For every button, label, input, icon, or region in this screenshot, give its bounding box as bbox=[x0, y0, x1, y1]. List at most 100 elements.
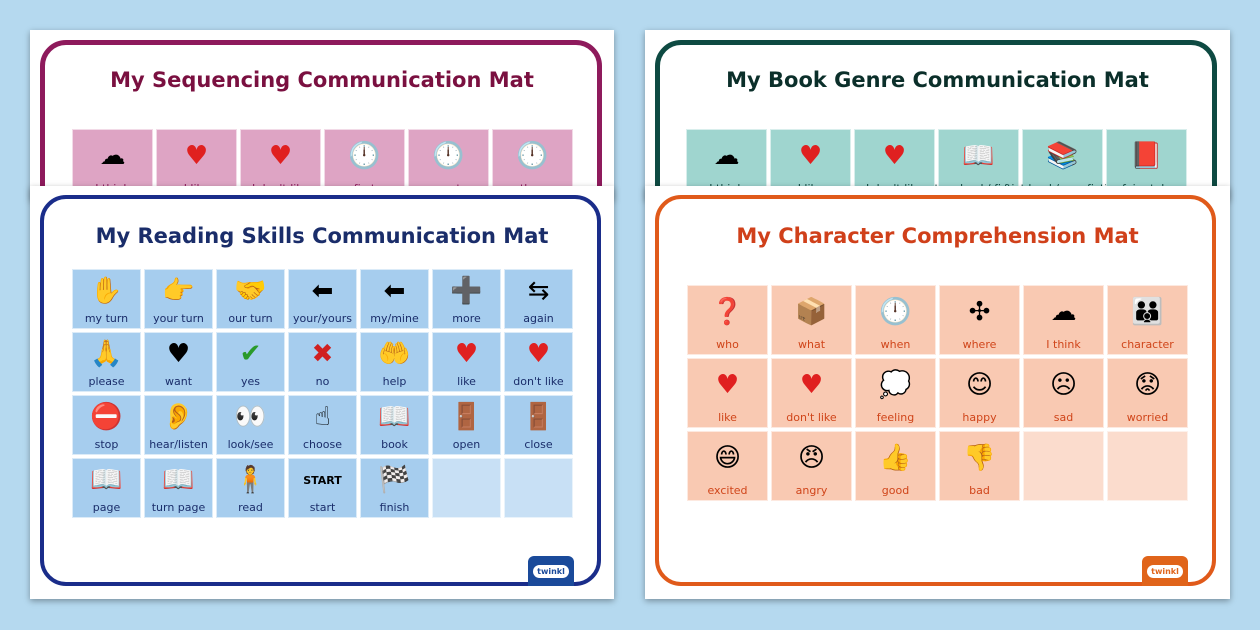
empty-cell bbox=[432, 458, 501, 518]
symbol-label: my/mine bbox=[370, 312, 419, 325]
pointing-hand-icon: 👉 bbox=[162, 276, 195, 306]
symbol-cell: 🏁 finish bbox=[360, 458, 429, 518]
group-of-people-icon: 👪 bbox=[1131, 297, 1164, 327]
mat-frame bbox=[40, 195, 601, 586]
blank bbox=[433, 459, 500, 514]
blank bbox=[1024, 432, 1103, 497]
symbol-grid: ❓who📦what🕛when✣where☁I think👪character♥l… bbox=[687, 285, 1188, 501]
fact-book-icon: 📚 bbox=[1046, 141, 1079, 171]
symbol-label: my turn bbox=[84, 312, 129, 325]
symbol-label: read bbox=[238, 501, 263, 514]
want-icon: ♥ bbox=[166, 339, 191, 369]
choose-finger-icon: ☝ bbox=[314, 402, 331, 432]
symbol-label: character bbox=[1121, 338, 1174, 351]
mat-frame bbox=[40, 40, 602, 200]
checkered-flag-icon: 🏁 bbox=[378, 465, 411, 495]
take-arrow-icon: ⬅ bbox=[383, 276, 406, 306]
symbol-label: help bbox=[382, 375, 407, 388]
symbol-cell: 📖 turn page bbox=[144, 458, 213, 518]
question-clock-icon: 🕛 bbox=[879, 297, 912, 327]
blank bbox=[1108, 432, 1187, 497]
symbol-label: choose bbox=[303, 438, 342, 451]
symbol-label: open bbox=[452, 438, 481, 451]
symbol-cell: 👉your turn bbox=[144, 269, 213, 329]
symbol-label: yes bbox=[240, 375, 260, 388]
symbol-cell: 📖book bbox=[360, 395, 429, 455]
symbol-cell: ♥ want bbox=[144, 332, 213, 392]
symbol-label: want bbox=[164, 375, 193, 388]
start-banner-icon: START bbox=[303, 473, 342, 487]
symbol-cell: 😊happy bbox=[939, 358, 1020, 428]
symbol-label: who bbox=[716, 338, 739, 351]
heart-icon: ♥ bbox=[184, 141, 209, 171]
blank bbox=[505, 459, 572, 514]
symbol-cell: 🙏please bbox=[72, 332, 141, 392]
heart-icon: ♥ bbox=[715, 370, 740, 400]
symbol-label: when bbox=[880, 338, 911, 351]
symbol-label: I think bbox=[1046, 338, 1081, 351]
symbol-cell: ⬅ my/mine bbox=[360, 269, 429, 329]
twinkl-logo: twinkl bbox=[528, 556, 574, 586]
symbol-cell: ⇆again bbox=[504, 269, 573, 329]
symbol-label: good bbox=[881, 484, 910, 497]
mat-title: My Reading Skills Communication Mat bbox=[95, 224, 549, 248]
closed-door-icon: 🚪 bbox=[522, 402, 555, 432]
open-door-icon: 🚪 bbox=[450, 402, 483, 432]
symbol-cell: 👂hear/listen bbox=[144, 395, 213, 455]
symbol-cell: 🤝our turn bbox=[216, 269, 285, 329]
empty-cell bbox=[1107, 431, 1188, 501]
symbol-cell: 👍good bbox=[855, 431, 936, 501]
symbol-label: don't like bbox=[786, 411, 837, 424]
symbol-cell: ♥ like bbox=[432, 332, 501, 392]
mat-frame bbox=[655, 40, 1217, 200]
thumbs-down-icon: 👎 bbox=[963, 443, 996, 473]
help-hand-icon: 🤲 bbox=[378, 339, 411, 369]
cross-icon: ✖ bbox=[311, 339, 334, 369]
symbol-label: like bbox=[457, 375, 476, 388]
please-hands-icon: 🙏 bbox=[90, 339, 123, 369]
book-genre-mat: My Book Genre Communication Mat ☁I think… bbox=[645, 30, 1230, 200]
symbol-cell: 😄excited bbox=[687, 431, 768, 501]
again-arrows-icon: ⇆ bbox=[527, 276, 550, 306]
heart-icon: ♥ bbox=[454, 339, 479, 369]
symbol-label: book bbox=[381, 438, 408, 451]
clock-icon: 🕛 bbox=[348, 141, 381, 171]
symbol-cell: 🧍read bbox=[216, 458, 285, 518]
more-icon: ➕ bbox=[450, 276, 483, 306]
thought-cloud-icon: ☁ bbox=[713, 141, 740, 171]
mat-title: My Character Comprehension Mat bbox=[736, 224, 1139, 248]
symbol-label: finish bbox=[379, 501, 410, 514]
symbol-label: hear/listen bbox=[149, 438, 208, 451]
symbol-label: no bbox=[315, 375, 330, 388]
where-arrows-icon: ✣ bbox=[968, 297, 991, 327]
symbol-cell: ✔yes bbox=[216, 332, 285, 392]
symbol-cell: ✋my turn bbox=[72, 269, 141, 329]
turn-page-icon: 📖 bbox=[162, 465, 195, 495]
symbol-cell: 🕛 when bbox=[855, 285, 936, 355]
character-comprehension-mat: My Character Comprehension Mat ❓who📦what… bbox=[645, 186, 1230, 599]
sequencing-mat: My Sequencing Communication Mat ☁I think… bbox=[30, 30, 614, 200]
thought-cloud-icon: ☁ bbox=[1050, 297, 1077, 327]
symbol-cell: ☝ choose bbox=[288, 395, 357, 455]
who-person-icon: ❓ bbox=[711, 297, 744, 327]
mat-title: My Sequencing Communication Mat bbox=[110, 68, 534, 92]
mat-title: My Book Genre Communication Mat bbox=[726, 68, 1149, 92]
eyes-icon: 👀 bbox=[234, 402, 267, 432]
thought-cloud-icon: ☁ bbox=[99, 141, 126, 171]
clock-icon: 🕛 bbox=[432, 141, 465, 171]
symbol-cell: ⛔stop bbox=[72, 395, 141, 455]
symbol-cell: ⬅your/yours bbox=[288, 269, 357, 329]
symbol-cell: ♥don't like bbox=[771, 358, 852, 428]
symbol-label: turn page bbox=[151, 501, 206, 514]
symbol-label: look/see bbox=[227, 438, 274, 451]
empty-cell bbox=[504, 458, 573, 518]
symbol-cell: 👪 character bbox=[1107, 285, 1188, 355]
symbol-cell: ♥don't like bbox=[504, 332, 573, 392]
reading-skills-mat: My Reading Skills Communication Mat ✋my … bbox=[30, 186, 614, 599]
symbol-cell: 🚪 open bbox=[432, 395, 501, 455]
symbol-label: your/yours bbox=[293, 312, 352, 325]
crossed-heart-icon: ♥ bbox=[526, 339, 551, 369]
handshake-icon: 🤝 bbox=[234, 276, 267, 306]
symbol-cell: 😠angry bbox=[771, 431, 852, 501]
